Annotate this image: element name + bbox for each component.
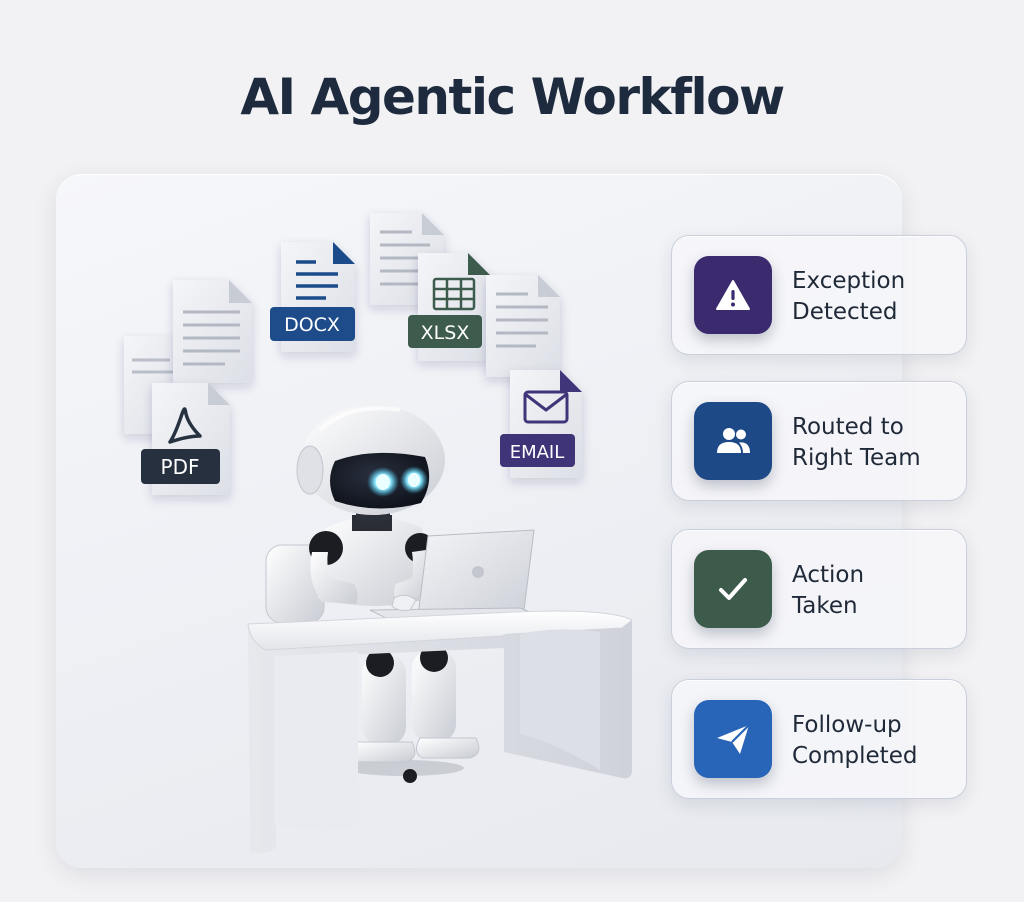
step-card-follow-up-completed: Follow-up Completed (671, 679, 967, 799)
docx-badge-label: DOCX (284, 314, 340, 336)
email-badge: EMAIL (500, 434, 575, 467)
document-icon (486, 275, 560, 377)
send-icon (694, 700, 772, 778)
pdf-badge: PDF (141, 449, 220, 484)
page-title: AI Agentic Workflow (240, 68, 785, 126)
xlsx-badge: XLSX (408, 315, 482, 348)
team-icon (694, 402, 772, 480)
step-card-exception-detected: Exception Detected (671, 235, 967, 355)
pdf-badge-label: PDF (161, 455, 200, 479)
warning-icon (694, 256, 772, 334)
robot-assistant (296, 405, 480, 763)
step-label: Exception Detected (792, 268, 906, 325)
email-badge-label: EMAIL (510, 442, 565, 463)
xlsx-badge-label: XLSX (421, 322, 470, 344)
desk (247, 610, 633, 853)
document-icon (173, 280, 252, 383)
office-chair (265, 544, 464, 783)
step-label: Routed to Right Team (792, 414, 921, 471)
step-card-routed-to-right-team: Routed to Right Team (671, 381, 967, 501)
step-card-action-taken: Action Taken (671, 529, 967, 649)
docx-badge: DOCX (270, 307, 355, 341)
step-label: Follow-up Completed (792, 712, 918, 769)
checkmark-icon (694, 550, 772, 628)
step-label: Action Taken (792, 562, 865, 619)
